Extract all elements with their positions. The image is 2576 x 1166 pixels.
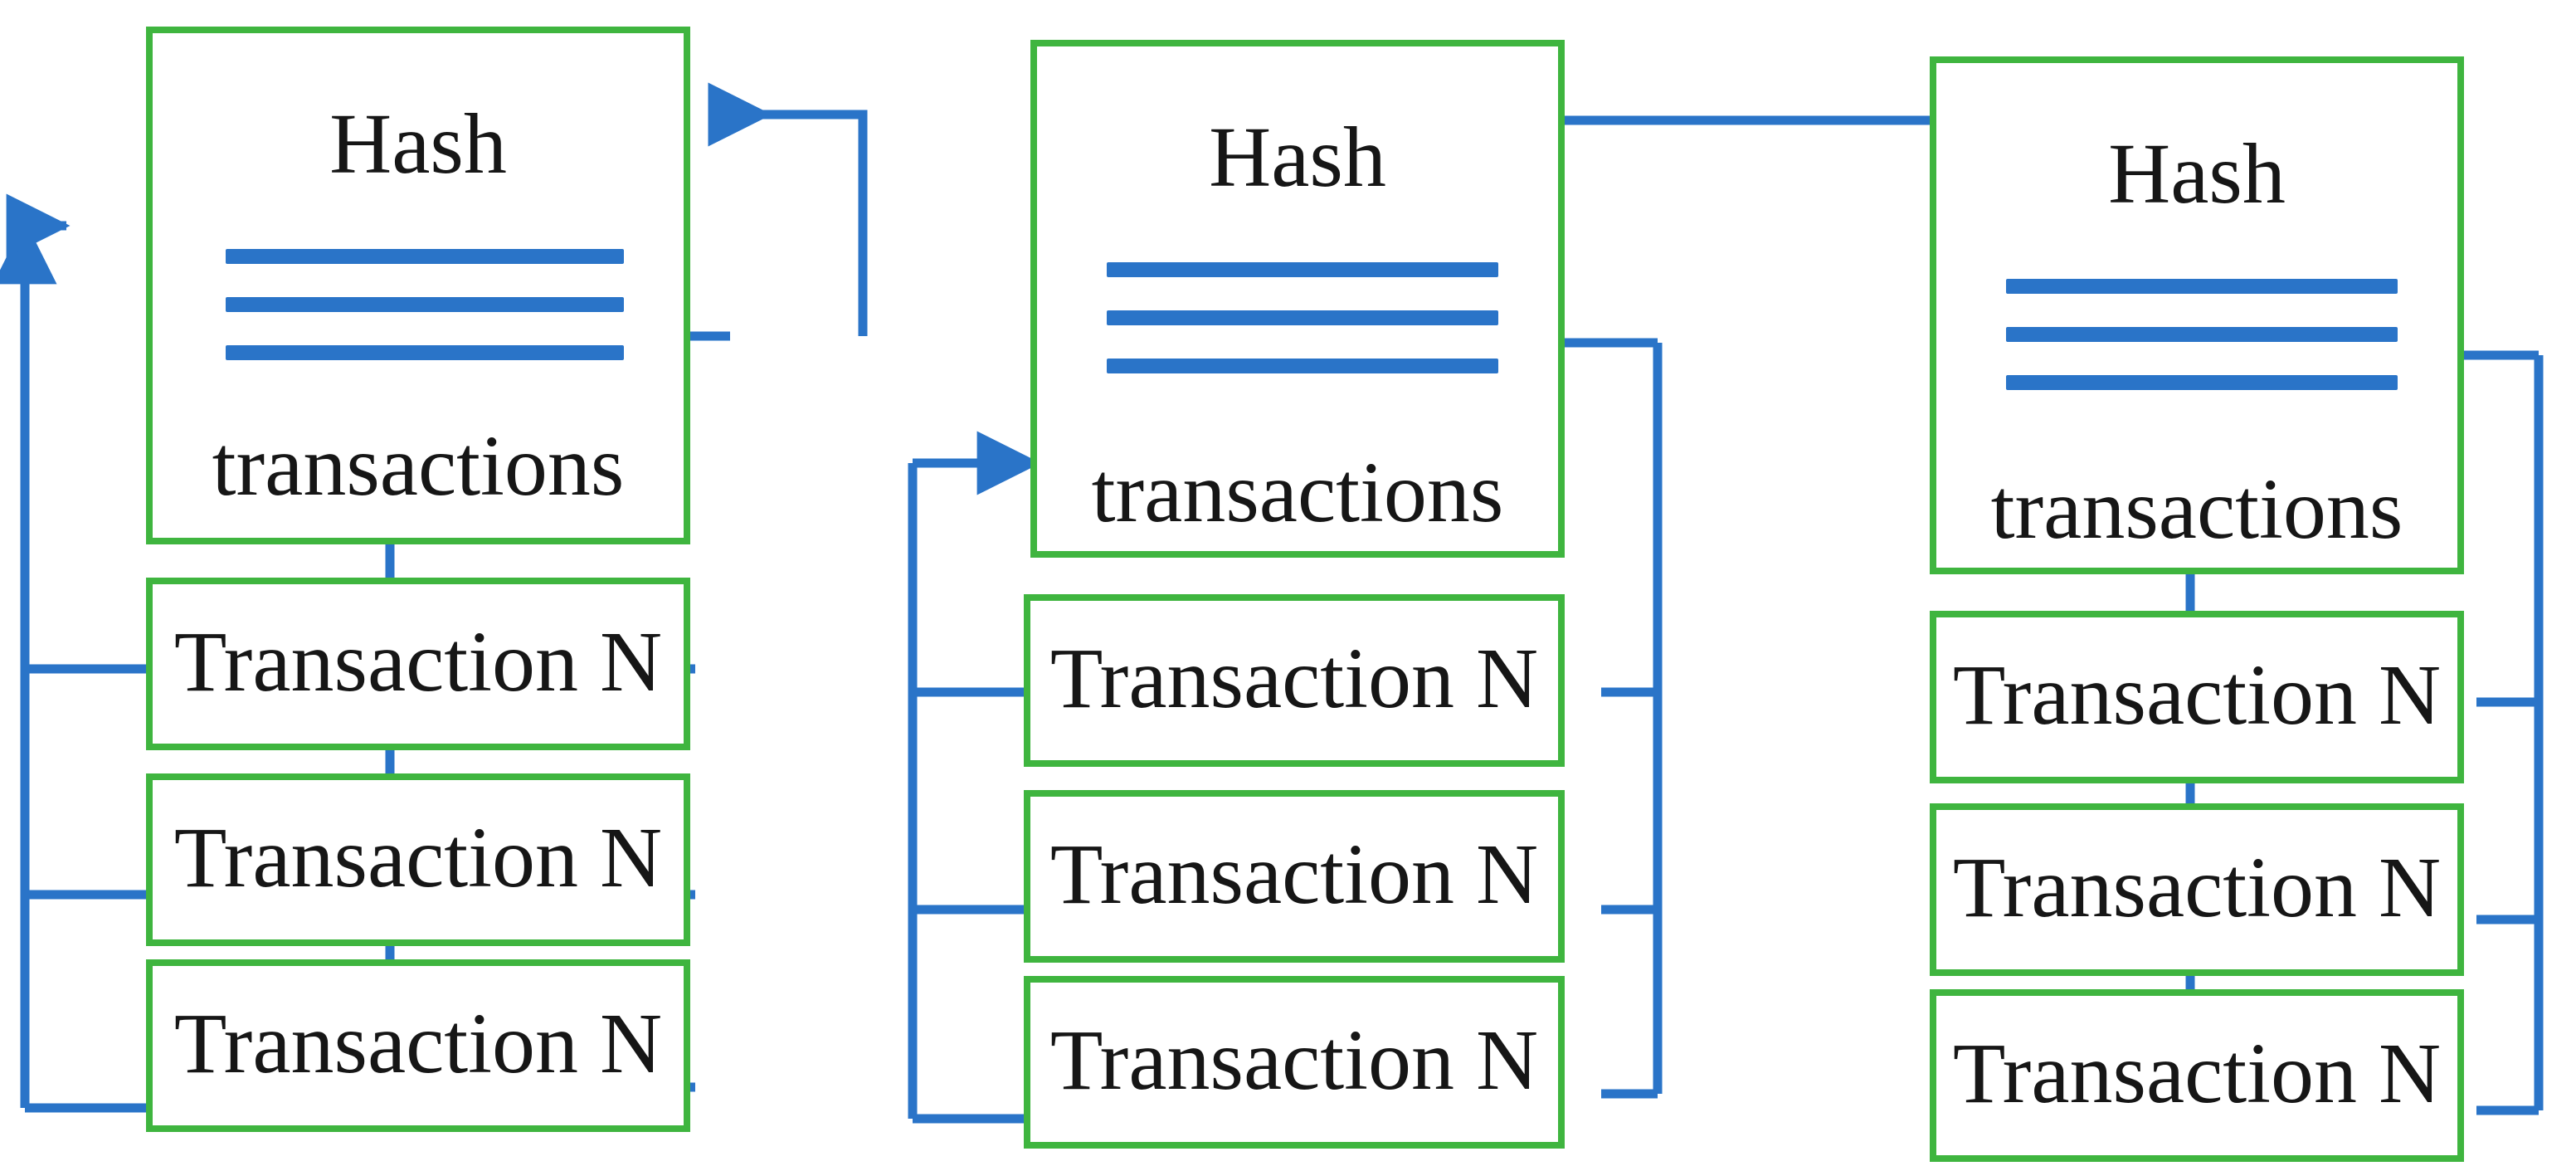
hash-line-1 [1107, 262, 1498, 277]
hash-line-2 [2006, 327, 2398, 342]
transactions-label: transactions [1091, 446, 1504, 541]
transaction-label: Transaction N [1049, 1014, 1539, 1109]
transactions-label: transactions [212, 420, 625, 515]
tx-feed-bus-block-1 [0, 220, 148, 1113]
hash-lines-group [2006, 279, 2398, 390]
transaction-label: Transaction N [1952, 842, 2442, 936]
transaction-label: Transaction N [173, 998, 663, 1092]
transactions-label: transactions [1990, 463, 2403, 558]
hash-lines-group [1107, 262, 1498, 373]
transaction-box[interactable]: Transaction N [1024, 976, 1565, 1149]
hash-lines-group [226, 249, 624, 360]
transaction-box[interactable]: Transaction N [1930, 989, 2464, 1162]
hash-line-1 [226, 249, 624, 264]
transaction-box[interactable]: Transaction N [146, 578, 690, 750]
hash-line-2 [226, 297, 624, 312]
hash-line-3 [2006, 375, 2398, 390]
hash-line-3 [1107, 359, 1498, 373]
transaction-box[interactable]: Transaction N [146, 773, 690, 946]
transaction-box[interactable]: Transaction N [1930, 803, 2464, 976]
transaction-label: Transaction N [173, 616, 663, 710]
hash-title: Hash [2108, 128, 2286, 222]
transaction-label: Transaction N [1952, 649, 2442, 744]
hash-collector-bus-block-2 [1601, 343, 1663, 1099]
hash-collector-bus-block-3 [2476, 355, 2544, 1115]
transaction-label: Transaction N [1049, 632, 1539, 727]
hash-line-2 [1107, 310, 1498, 325]
chain-link-arrow-block2-to-block1 [708, 82, 868, 336]
hash-card-block-1[interactable]: Hash transactions [146, 27, 690, 544]
transaction-box[interactable]: Transaction N [1024, 790, 1565, 963]
hash-line-1 [2006, 279, 2398, 294]
tx-feed-bus-block-2 [908, 463, 1035, 1124]
transaction-box[interactable]: Transaction N [1024, 594, 1565, 767]
hash-line-3 [226, 345, 624, 360]
hash-title: Hash [1209, 111, 1386, 206]
transaction-box[interactable]: Transaction N [146, 959, 690, 1132]
hash-card-block-3[interactable]: Hash transactions [1930, 56, 2464, 574]
hash-title: Hash [329, 98, 507, 193]
transaction-label: Transaction N [1049, 828, 1539, 923]
hash-card-block-2[interactable]: Hash transactions [1030, 40, 1565, 558]
transaction-box[interactable]: Transaction N [1930, 611, 2464, 783]
transaction-label: Transaction N [1952, 1027, 2442, 1122]
transaction-label: Transaction N [173, 812, 663, 906]
